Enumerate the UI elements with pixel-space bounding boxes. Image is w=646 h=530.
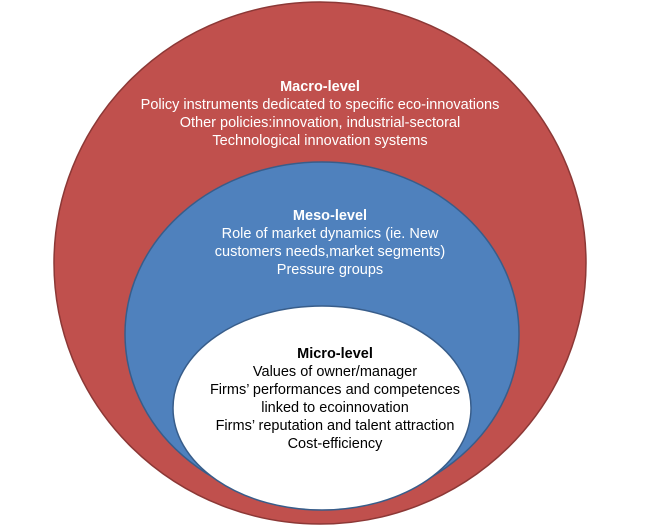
meso-level-line: customers needs,market segments) (214, 244, 446, 260)
meso-level-title: Meso-level (292, 208, 368, 224)
micro-level-title: Micro-level (297, 346, 373, 362)
macro-level-label: Macro-level Policy instruments dedicated… (60, 78, 580, 150)
micro-level-ellipse (172, 305, 472, 511)
micro-level-line: linked to ecoinnovation (261, 400, 409, 416)
micro-level-line: Values of owner/manager (252, 364, 418, 380)
meso-level-line: Pressure groups (276, 262, 384, 278)
micro-level-line: Cost-efficiency (287, 436, 383, 452)
macro-level-line: Technological innovation systems (212, 133, 428, 149)
micro-level-label: Micro-level Values of owner/manager Firm… (175, 345, 495, 453)
micro-level-line: Firms’ performances and competences (209, 382, 461, 398)
meso-level-label: Meso-level Role of market dynamics (ie. … (160, 207, 500, 279)
macro-level-title: Macro-level (280, 79, 360, 95)
meso-level-line: Role of market dynamics (ie. New (221, 226, 439, 242)
micro-level-line: Firms’ reputation and talent attraction (215, 418, 455, 434)
macro-level-line: Other policies:innovation, industrial-se… (179, 115, 461, 131)
macro-level-line: Policy instruments dedicated to specific… (140, 97, 500, 113)
